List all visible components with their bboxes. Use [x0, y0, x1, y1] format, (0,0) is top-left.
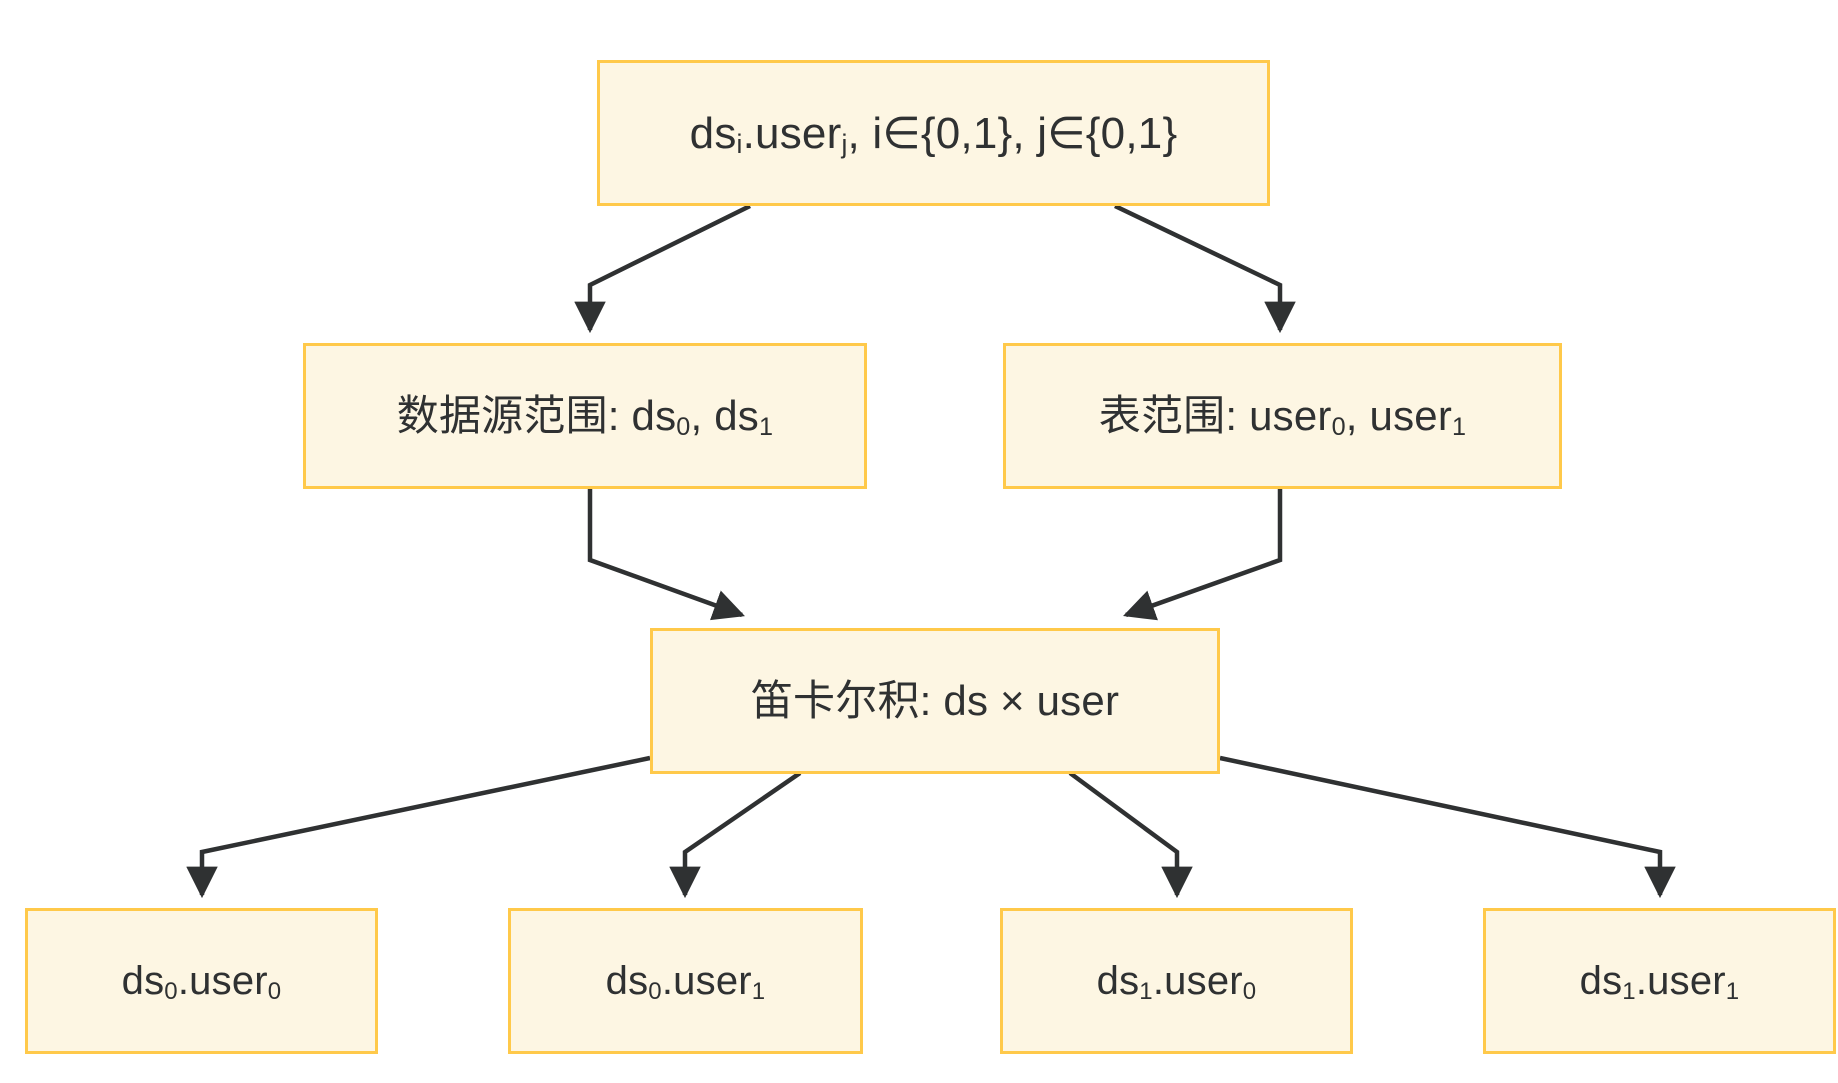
node-leaf-11[interactable]: ds1.user1	[1483, 908, 1836, 1054]
edge-ds-range-to-cartesian	[587, 489, 745, 621]
node-leaf-00[interactable]: ds0.user0	[25, 908, 378, 1054]
edge-root-to-ds-range	[574, 203, 751, 334]
node-leaf-01[interactable]: ds0.user1	[508, 908, 863, 1054]
node-leaf-01-label: ds0.user1	[605, 959, 766, 1006]
edge-table-range-to-cartesian	[1123, 489, 1283, 621]
node-ds-range[interactable]: 数据源范围: ds0, ds1	[303, 343, 867, 489]
edge-cartesian-to-leaf-11	[1219, 755, 1676, 899]
node-table-range[interactable]: 表范围: user0, user1	[1003, 343, 1562, 489]
node-root[interactable]: dsi.userj, i∈{0,1}, j∈{0,1}	[597, 60, 1270, 206]
node-cartesian[interactable]: 笛卡尔积: ds × user	[650, 628, 1220, 774]
node-cartesian-label: 笛卡尔积: ds × user	[750, 676, 1120, 724]
node-root-label: dsi.userj, i∈{0,1}, j∈{0,1}	[689, 108, 1178, 160]
edge-cartesian-to-leaf-10	[1068, 771, 1193, 899]
node-leaf-11-label: ds1.user1	[1579, 959, 1740, 1006]
edge-root-to-table-range	[1114, 203, 1296, 334]
edge-cartesian-to-leaf-00	[186, 755, 651, 899]
edge-cartesian-to-leaf-01	[669, 771, 802, 899]
node-leaf-10[interactable]: ds1.user0	[1000, 908, 1353, 1054]
node-table-range-label: 表范围: user0, user1	[1098, 391, 1467, 442]
node-ds-range-label: 数据源范围: ds0, ds1	[396, 391, 774, 442]
node-leaf-10-label: ds1.user0	[1096, 959, 1257, 1006]
node-leaf-00-label: ds0.user0	[121, 959, 282, 1006]
